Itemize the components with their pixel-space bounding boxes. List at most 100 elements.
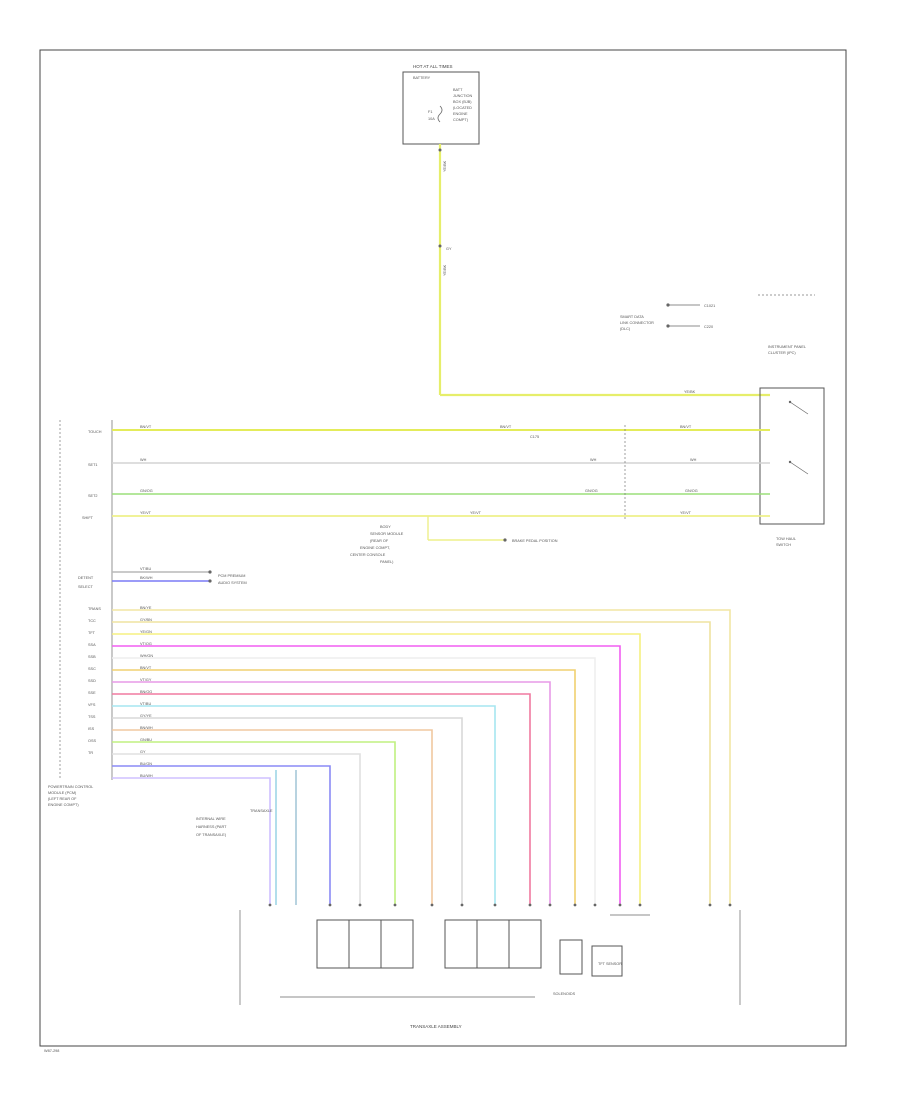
harness-note-1: INTERNAL WIRE xyxy=(196,817,226,821)
feed-wire: YE/BK GY YE/BK YE/BK xyxy=(438,144,770,397)
trans-wire-5 xyxy=(112,669,576,905)
pcm-label-0: POWERTRAIN CONTROL xyxy=(48,785,93,789)
pcm-side-6: TRANS xyxy=(88,607,101,611)
trans-wire-label-2: YE/GN xyxy=(140,630,152,634)
brake-pedal-label: BRAKE PEDAL POSITION xyxy=(512,539,558,543)
pcm-side-9: SSA xyxy=(88,643,96,647)
harness-note-0: TRANSAXLE xyxy=(250,809,273,813)
switch-row-2: WH WH WH xyxy=(112,458,770,464)
trans-wire-2 xyxy=(112,633,641,905)
pcm-note-1: AUDIO SYSTEM xyxy=(218,581,247,585)
trans-wire-label-9: GY/YE xyxy=(140,714,152,718)
harness-notes: TRANSAXLE INTERNAL WIRE HARNESS (PART OF… xyxy=(196,809,273,837)
transaxle-label: TRANSAXLE ASSEMBLY xyxy=(410,1024,462,1029)
trans-wire-13 xyxy=(112,765,331,905)
trans-wire-end-14 xyxy=(268,903,272,907)
trans-wire-label-8: VT/BU xyxy=(140,702,151,706)
trans-wire-end-0 xyxy=(728,903,732,907)
trans-wire-label-6: VT/GY xyxy=(140,678,152,682)
trans-wire-end-11 xyxy=(393,903,397,907)
row2-right: WH xyxy=(690,458,697,462)
pcm-side-17: OSS xyxy=(88,739,96,743)
feed-color-label-2: YE/BK xyxy=(443,264,447,276)
pcm-side-8: TFT xyxy=(88,631,96,635)
pcm-side-labels: TOUCH SET1 SET2 SHIFT DETENT SELECT TRAN… xyxy=(78,430,102,755)
pcm-side-15: TSS xyxy=(88,715,96,719)
transmission-wires: BN/YEGY/BNYE/GNVT/OGWH/GNBN/VTVT/GYBN/OG… xyxy=(112,606,732,907)
trans-wire-label-4: WH/GN xyxy=(140,654,153,658)
row4-mid: YE/VT xyxy=(470,511,482,515)
pcm-bus: VT/BU BK/WH PCM PREMIUM AUDIO SYSTEM xyxy=(112,567,247,585)
pcm-label-1: MODULE (PCM) xyxy=(48,791,77,795)
cluster-note-4: CENTER CONSOLE xyxy=(350,553,386,557)
ipc-label-1: CLUSTER (IPC) xyxy=(768,351,796,355)
trans-wire-14 xyxy=(112,777,271,905)
pcm-bus-0: VT/BU xyxy=(140,567,151,571)
pcm-label-3: ENGINE COMPT) xyxy=(48,803,79,807)
trans-wire-end-6 xyxy=(548,903,552,907)
trans-wire-label-3: VT/OG xyxy=(140,642,152,646)
trans-wire-end-7 xyxy=(528,903,532,907)
trans-wire-end-8 xyxy=(493,903,497,907)
bjb-note-3: (LOCATED xyxy=(453,106,472,110)
ipc-pin-1: C220 xyxy=(704,325,713,329)
trans-wire-end-4 xyxy=(593,903,597,907)
pcm-module: POWERTRAIN CONTROL MODULE (PCM) (LEFT RE… xyxy=(48,420,113,807)
harness-note-2: HARNESS (PART xyxy=(196,825,227,829)
pcm-side-3: SHIFT xyxy=(82,516,94,520)
pcm-note-0: PCM PREMIUM xyxy=(218,574,245,578)
trans-wire-10 xyxy=(112,729,433,905)
row1-left: BN/VT xyxy=(140,425,152,429)
pcm-side-13: SSE xyxy=(88,691,96,695)
pcm-side-10: SSB xyxy=(88,655,96,659)
switch-label-0: TOW HAUL xyxy=(776,537,796,541)
trans-wire-label-10: BN/WH xyxy=(140,726,153,730)
instrument-cluster: C1021 C220 SMART DATA LINK CONNECTOR (DL… xyxy=(620,294,815,355)
pcm-side-0: TOUCH xyxy=(88,430,102,434)
trans-wire-end-12 xyxy=(358,903,362,907)
harness-note-3: OF TRANSAXLE) xyxy=(196,833,227,837)
pcm-side-16: ISS xyxy=(88,727,95,731)
trans-wire-11 xyxy=(112,741,396,905)
feed-code-label: GY xyxy=(446,247,452,251)
row4-right: YE/VT xyxy=(680,511,692,515)
row2-left: WH xyxy=(140,458,147,462)
trans-wire-end-2 xyxy=(638,903,642,907)
trans-note-0: SOLENOIDS xyxy=(553,992,576,996)
ipc-note-2: (DLC) xyxy=(620,327,631,331)
switch-label-1: SWITCH xyxy=(776,543,791,547)
ipc-note-1: LINK CONNECTOR xyxy=(620,321,654,325)
trans-wire-1 xyxy=(112,621,711,905)
trans-wire-end-5 xyxy=(573,903,577,907)
row2-mid: WH xyxy=(590,458,597,462)
trans-note-1: TFT SENSOR xyxy=(598,962,622,966)
row1-pin: C175 xyxy=(530,435,539,439)
trans-wire-6 xyxy=(112,681,551,905)
pcm-side-7: TCC xyxy=(88,619,96,623)
pcm-side-1: SET1 xyxy=(88,463,98,467)
trans-wire-label-11: GN/BU xyxy=(140,738,152,742)
pcm-side-12: SSD xyxy=(88,679,96,683)
cluster-note-5: PANEL) xyxy=(380,560,394,564)
diagram-frame xyxy=(39,49,847,1047)
row3-mid: GN/OG xyxy=(585,489,598,493)
row3-left: GN/OG xyxy=(140,489,153,493)
bjb-note-5: COMPT) xyxy=(453,118,469,122)
pcm-side-2: SET2 xyxy=(88,494,98,498)
ipc-note-0: SMART DATA xyxy=(620,315,644,319)
cluster-note-3: ENGINE COMPT, xyxy=(360,546,390,550)
bjb-note-0: BATT xyxy=(453,88,463,92)
ipc-label-0: INSTRUMENT PANEL xyxy=(768,345,806,349)
pcm-side-18: TR xyxy=(88,751,93,755)
pcm-label-2: (LEFT REAR OF xyxy=(48,797,77,801)
transaxle-assembly: TRANSAXLE ASSEMBLY SOLENOIDS TFT SENSOR xyxy=(239,910,741,1029)
trans-wire-label-14: BU/WH xyxy=(140,774,153,778)
tow-haul-switch: TOW HAUL SWITCH xyxy=(759,387,825,547)
fuse-rating: 10A xyxy=(428,117,435,121)
trans-wire-label-0: BN/YE xyxy=(140,606,152,610)
fuse-label: F1 xyxy=(428,110,432,114)
trans-wire-end-1 xyxy=(708,903,712,907)
trans-wire-end-3 xyxy=(618,903,622,907)
ipc-pin-0: C1021 xyxy=(704,304,715,308)
